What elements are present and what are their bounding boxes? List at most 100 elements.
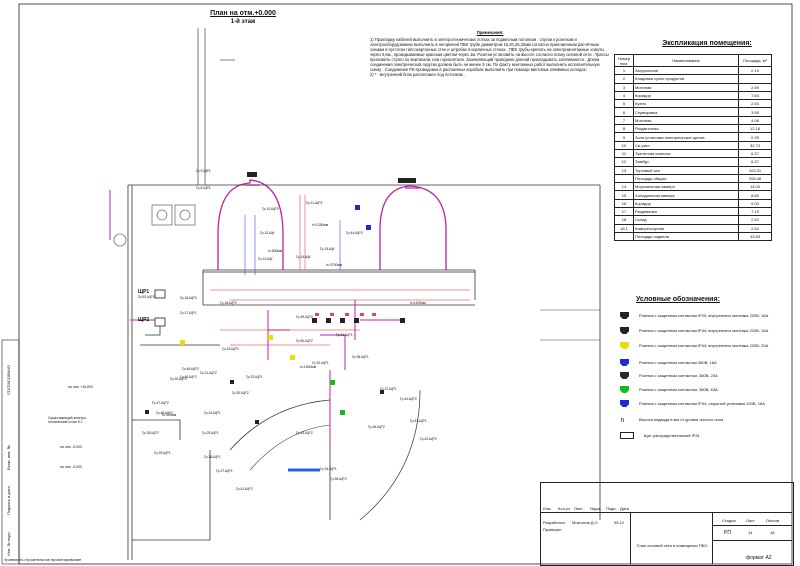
legend-label: Розетка с защитным контактом IP44, внутр…	[639, 343, 769, 348]
group-label: Гр.51-ЩР2	[236, 487, 253, 491]
group-label: Гр.48-ЩР2	[156, 411, 173, 415]
notes-heading: Примечания:	[476, 30, 504, 35]
drawing-title: План на отм.+0.000	[210, 10, 276, 17]
explication-cell-num: 15	[614, 190, 634, 200]
tb-stage-header: Стадия	[722, 518, 736, 523]
building-walls	[127, 184, 601, 560]
side-sign: Подпись и дата	[6, 486, 11, 515]
explication-cell-area: 3.95	[738, 107, 772, 117]
wall-top-left	[197, 28, 235, 185]
group-label: Гр.32-ЩР1	[312, 361, 329, 365]
legend-symbol-icon	[620, 359, 629, 366]
explication-cell-num: 11	[614, 148, 634, 159]
tb-role-checker: Проверил	[543, 527, 562, 532]
group-label: h=300мм	[162, 413, 177, 417]
legend-item: Розетка с защитным контактом IP20, внутр…	[620, 312, 790, 319]
explication-cell-name: Раздаточная	[633, 124, 739, 134]
group-label: Гр.28-ЩР2	[142, 431, 159, 435]
tb-role-developer: Разработал	[543, 520, 565, 525]
explication-cell-area: 7.84	[738, 90, 772, 101]
title-block-column-header: Подп.	[606, 506, 617, 511]
panel-top-symbol	[247, 172, 257, 177]
explication-cell-name: Загрузочная	[633, 65, 739, 76]
legend-symbol-icon	[620, 386, 629, 393]
explication-cell-num: 2	[614, 74, 634, 84]
title-block-column-header: №док.	[590, 506, 602, 511]
sockets	[145, 205, 405, 424]
sheet-frame	[18, 3, 793, 565]
legend-symbol-icon	[620, 432, 634, 439]
explication-cell-name: Компрессорная	[633, 223, 739, 233]
group-label: Гр.17-ЩР1	[180, 311, 197, 315]
explication-cell-name: Тамбур	[633, 157, 739, 167]
explication-cell-name: Кухня	[633, 99, 739, 109]
group-label: Гр.47-ЩР2	[152, 401, 169, 405]
legend-item: Розетка с защитным контактом, 380В, 63А	[620, 386, 790, 393]
group-label: Гр.21-ЩР2	[200, 371, 217, 375]
explication-cell-name: Моечная	[633, 115, 739, 126]
group-label: Гр.11-ЩР2	[306, 201, 323, 205]
group-label: h=2700мм	[326, 263, 343, 267]
group-label: Гр.22-ЩР1	[246, 375, 263, 379]
curved-wall-inner	[249, 424, 331, 471]
explication-cell-num: 12	[614, 157, 634, 167]
group-label: Гр.38-ЩР1	[352, 355, 369, 359]
group-label: Гр.45-ЩР2	[180, 375, 197, 379]
tb-sheet-value: 14	[748, 530, 753, 535]
curved-wall	[229, 399, 331, 520]
cable-routes	[210, 195, 470, 346]
panel-label-shr2: ЩР2	[138, 317, 150, 323]
explication-cell-num: 5	[614, 99, 634, 109]
equipment-markers	[315, 313, 376, 316]
title-block-column-header: Изм.	[543, 506, 552, 511]
group-label: Гр.49-ЩР2	[296, 315, 313, 319]
explication-cell-num: 3	[614, 82, 634, 92]
tb-developer-name: Мозголов Д.О.	[572, 520, 599, 525]
legend-title: Условные обозначения:	[636, 296, 720, 303]
svg-text:h: h	[621, 418, 624, 423]
explication-cell-area: 8.80	[738, 190, 772, 200]
group-label: Гр.20-ЩР2	[170, 377, 187, 381]
explication-cell-name: Коридор	[633, 90, 739, 101]
explication-cell-area: 12.18	[738, 124, 772, 134]
legend-symbol-icon	[620, 327, 629, 334]
explication-cell-area: 6.37	[738, 148, 772, 159]
tb-sheets-header: Листов	[766, 518, 779, 523]
panel-shr2-symbol	[154, 317, 166, 327]
stairs	[540, 309, 600, 341]
group-label: Гр.31-ЩР1	[336, 333, 353, 337]
group-label: Гр.35-ЩР2	[330, 477, 347, 481]
explication-cell-area: 2.19	[738, 65, 772, 76]
group-label: Гр.40-ЩР2	[400, 397, 417, 401]
legend-label: Розетка с защитным контактом, 380В, 63А	[639, 387, 718, 392]
group-label: Гр.23-ЩР2	[222, 347, 239, 351]
panel-shr1-symbol	[154, 289, 166, 299]
explication-cell-num	[614, 173, 634, 184]
explication-cell-area: 7.19	[738, 207, 772, 217]
explication-cell-area: 0.39	[738, 132, 772, 142]
legend-label: Розетка с защитным контактом IP20, внутр…	[639, 313, 769, 318]
panel-top2-symbol	[398, 178, 416, 183]
explication-header-name: Наименование	[633, 54, 739, 67]
group-label: Гр.50-ЩР2	[296, 339, 313, 343]
group-label: Гр.27-ЩР1	[216, 469, 233, 473]
explication-cell-num: 6	[614, 107, 634, 117]
group-label: Гр.9-ЩР1	[196, 169, 211, 173]
explication-cell-name: Кладовая сухих продуктов	[633, 74, 739, 84]
curved-wall-right	[359, 389, 421, 521]
explication-cell-num: 8	[614, 124, 634, 134]
explication-cell-area: 2.42	[738, 223, 772, 233]
explication-cell-area: 2.42	[738, 215, 772, 225]
group-label: Гр.30-ЩР2	[232, 391, 249, 395]
group-label: Гр.29-ЩР1	[154, 451, 171, 455]
